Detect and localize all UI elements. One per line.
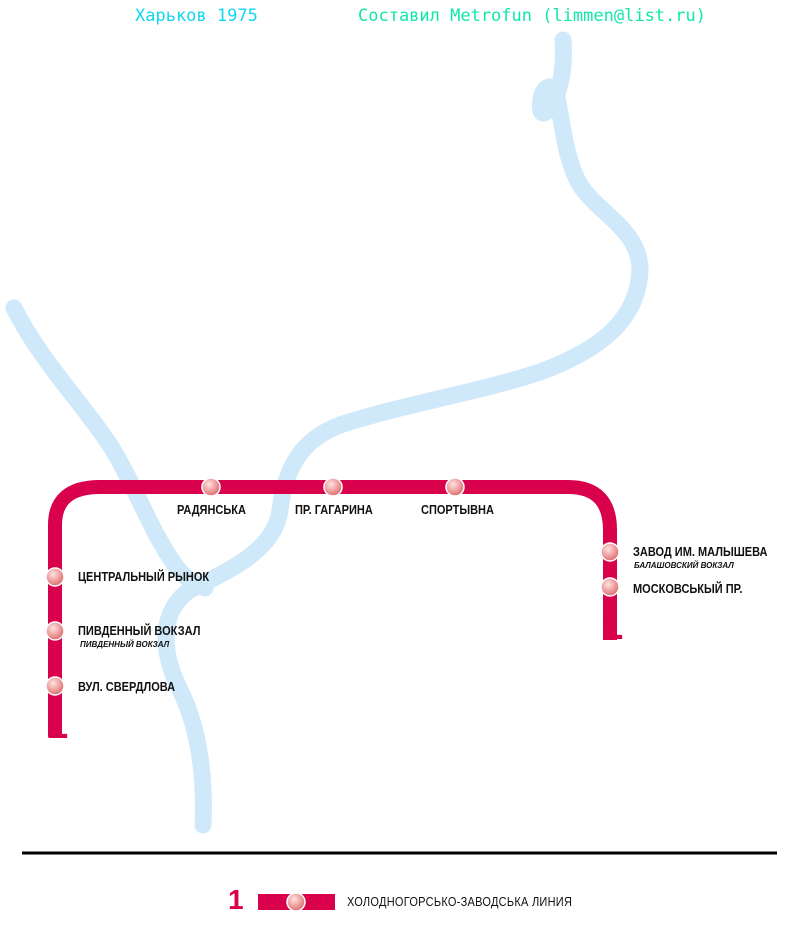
line-1-track [48,480,617,737]
station-dot-sverdlova[interactable] [45,676,65,696]
line-number-west: 1 [46,703,69,747]
station-dot-radianska[interactable] [201,477,221,497]
station-label-radianska[interactable]: РАДЯНСЬКА [177,503,246,517]
river-branch [5,299,214,597]
station-dot-moskovskyi-pr[interactable] [600,577,620,597]
station-dot-tsentralnyi-rynok[interactable] [45,567,65,587]
station-label-moskovskyi-pr[interactable]: МОСКОВСЬКЫЙ ПР. [633,582,743,596]
station-label-tsentralnyi-rynok[interactable]: ЦЕНТРАЛЬНЫЙ РЫНОК [78,570,210,584]
river-main [157,31,649,834]
station-dot-zavod-malysheva[interactable] [600,542,620,562]
station-label-sverdlova[interactable]: ВУЛ. СВЕРДЛОВА [78,680,176,694]
line-number-east: 1 [601,604,624,648]
transfer-label-balashovskyi-vokzal: БАЛАШОВСКИЙ ВОКЗАЛ [634,561,734,570]
transfer-label-pivdennyi-vokzal: ПИВДЕННЫЙ ВОКЗАЛ [80,640,170,649]
legend-line-name: ХОЛОДНОГОРСЬКО-ЗАВОДСЬКА ЛИНИЯ [347,895,573,909]
map-title: Харьков 1975 [135,6,258,26]
map-credit: Составил Metrofun (limmen@list.ru) [358,6,706,26]
station-label-sportyvna[interactable]: СПОРТЫВНА [421,503,494,517]
station-label-zavod-malysheva[interactable]: ЗАВОД ИМ. МАЛЫШЕВА [633,545,768,559]
station-dot-pr-gagarina[interactable] [323,477,343,497]
station-dot-sportyvna[interactable] [445,477,465,497]
station-label-pr-gagarina[interactable]: ПР. ГАГАРИНА [295,503,373,517]
station-dot-pivdennyi-vokzal[interactable] [45,621,65,641]
station-label-pivdennyi-vokzal[interactable]: ПИВДЕННЫЙ ВОКЗАЛ [78,624,201,638]
legend-station-dot [286,892,306,912]
legend-line-number: 1 [228,884,244,915]
